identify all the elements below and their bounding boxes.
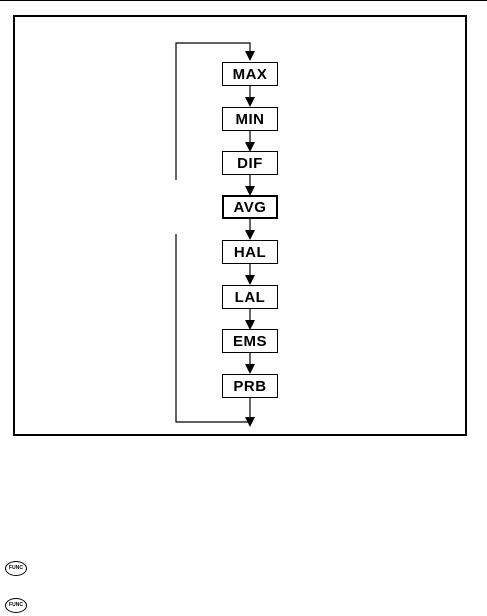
mode-box-avg: AVG [222, 195, 278, 219]
mode-box-prb: PRB [222, 374, 278, 398]
mode-box-min: MIN [222, 107, 278, 131]
mode-box-max: MAX [222, 62, 278, 86]
func-button-icon: FUNC [5, 598, 27, 613]
mode-box-lal: LAL [222, 285, 278, 309]
func-button-label: FUNC [9, 603, 23, 608]
mode-box-dif: DIF [222, 151, 278, 175]
func-button-icon: FUNC [5, 561, 27, 576]
func-button-label: FUNC [9, 566, 23, 571]
mode-box-hal: HAL [222, 240, 278, 264]
mode-box-ems: EMS [222, 329, 278, 353]
